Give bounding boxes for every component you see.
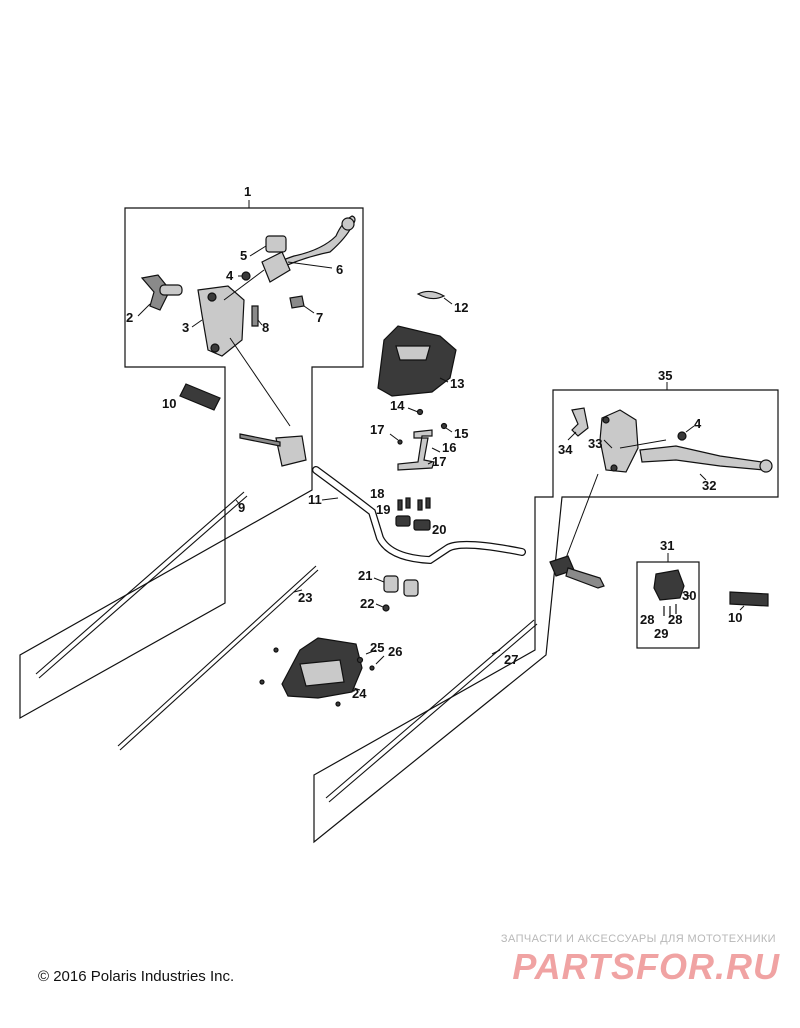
part-master-cylinder-3-port-2 (210, 343, 220, 353)
callout-5: 5 (240, 248, 247, 263)
part-clamp-19 (395, 515, 411, 527)
callout-3: 3 (182, 320, 189, 335)
callout-18: 18 (370, 486, 384, 501)
callout-14: 14 (390, 398, 405, 413)
callout-1: 1 (244, 184, 251, 199)
part-perch-33 (599, 409, 639, 473)
part-cover-13 (377, 325, 457, 397)
part-cover-13-detail (395, 345, 431, 361)
callout-17-upper: 17 (370, 422, 384, 437)
part-nut-4-right (677, 431, 687, 441)
part-master-cylinder-3 (197, 285, 245, 357)
callout-17-lower: 17 (432, 454, 446, 469)
callout-32: 32 (702, 478, 716, 493)
callout-2: 2 (126, 310, 133, 325)
part-stand-16 (397, 429, 435, 471)
part-bracket-34 (571, 407, 589, 437)
part-cable-23 (117, 565, 317, 747)
callout-24: 24 (352, 686, 367, 701)
part-screw-17 (397, 439, 403, 445)
callout-labels: 1 2 3 4 5 6 7 8 10 9 11 12 13 14 15 16 1… (126, 184, 742, 701)
callout-34: 34 (558, 442, 573, 457)
copyright-notice: © 2016 Polaris Industries Inc. (38, 968, 235, 985)
part-bracket-2 (140, 274, 171, 311)
part-lever-32-tip (759, 459, 773, 473)
part-cable-27 (325, 619, 535, 799)
part-clutch-lever (565, 567, 605, 589)
part-screw-14 (416, 408, 424, 416)
right-cable-frame (313, 389, 779, 844)
callout-7: 7 (316, 310, 323, 325)
left-assembly-frame (19, 207, 364, 720)
callout-13: 13 (450, 376, 464, 391)
callout-28-right: 28 (668, 612, 682, 627)
watermark-logo: PARTSFOR.RU (512, 946, 780, 987)
part-nut-4 (241, 271, 251, 281)
watermark-tagline: ЗАПЧАСТИ И АКСЕССУАРЫ ДЛЯ МОТОТЕХНИКИ (500, 933, 776, 945)
callout-30: 30 (682, 588, 696, 603)
callout-23: 23 (298, 590, 312, 605)
part-riser-21b (403, 579, 419, 597)
callout-10-right: 10 (728, 610, 742, 625)
callout-26: 26 (388, 644, 402, 659)
part-switch-housing-31 (653, 569, 685, 601)
part-bolts-18 (397, 497, 431, 511)
callout-25: 25 (370, 640, 384, 655)
part-lever-32 (639, 445, 765, 471)
part-switch-lever (239, 433, 281, 447)
callout-16: 16 (442, 440, 456, 455)
part-lever-6-pivot (261, 251, 291, 283)
part-screw-7 (289, 295, 305, 309)
callout-19: 19 (376, 502, 390, 517)
callout-10-left: 10 (162, 396, 176, 411)
part-nut-22 (382, 604, 390, 612)
part-master-cylinder-3-port (207, 292, 217, 302)
callout-4-right: 4 (694, 416, 702, 431)
part-emblem-12 (416, 290, 446, 300)
part-lower-cover-24-detail (299, 659, 345, 687)
callout-22: 22 (360, 596, 374, 611)
part-lever-6-tip (341, 217, 355, 231)
part-lever-6 (269, 215, 356, 273)
part-cable-9 (35, 491, 245, 675)
callout-4: 4 (226, 268, 234, 283)
callout-33: 33 (588, 436, 602, 451)
part-riser-21 (383, 575, 399, 593)
part-clamp-20 (413, 519, 431, 531)
part-handlebar-11-inner (313, 467, 525, 563)
callout-28-left: 28 (640, 612, 654, 627)
switch-housing-frame (636, 561, 700, 649)
part-grip-10-left (179, 383, 221, 411)
part-grip-10-right (729, 591, 769, 607)
callout-11: 11 (308, 492, 322, 507)
callout-27: 27 (504, 652, 518, 667)
callout-6: 6 (336, 262, 343, 277)
part-clamp-5 (265, 235, 287, 253)
callout-15: 15 (454, 426, 468, 441)
callout-35: 35 (658, 368, 672, 383)
callout-21: 21 (358, 568, 372, 583)
callout-31: 31 (660, 538, 674, 553)
callout-20: 20 (432, 522, 446, 537)
callout-8: 8 (262, 320, 269, 335)
part-pin-8 (251, 305, 259, 327)
callout-29: 29 (654, 626, 668, 641)
part-screw-15 (440, 422, 448, 430)
callout-12: 12 (454, 300, 468, 315)
part-bracket-2-hub (159, 284, 183, 296)
callout-9: 9 (238, 500, 245, 515)
part-brake-switch (275, 435, 307, 467)
